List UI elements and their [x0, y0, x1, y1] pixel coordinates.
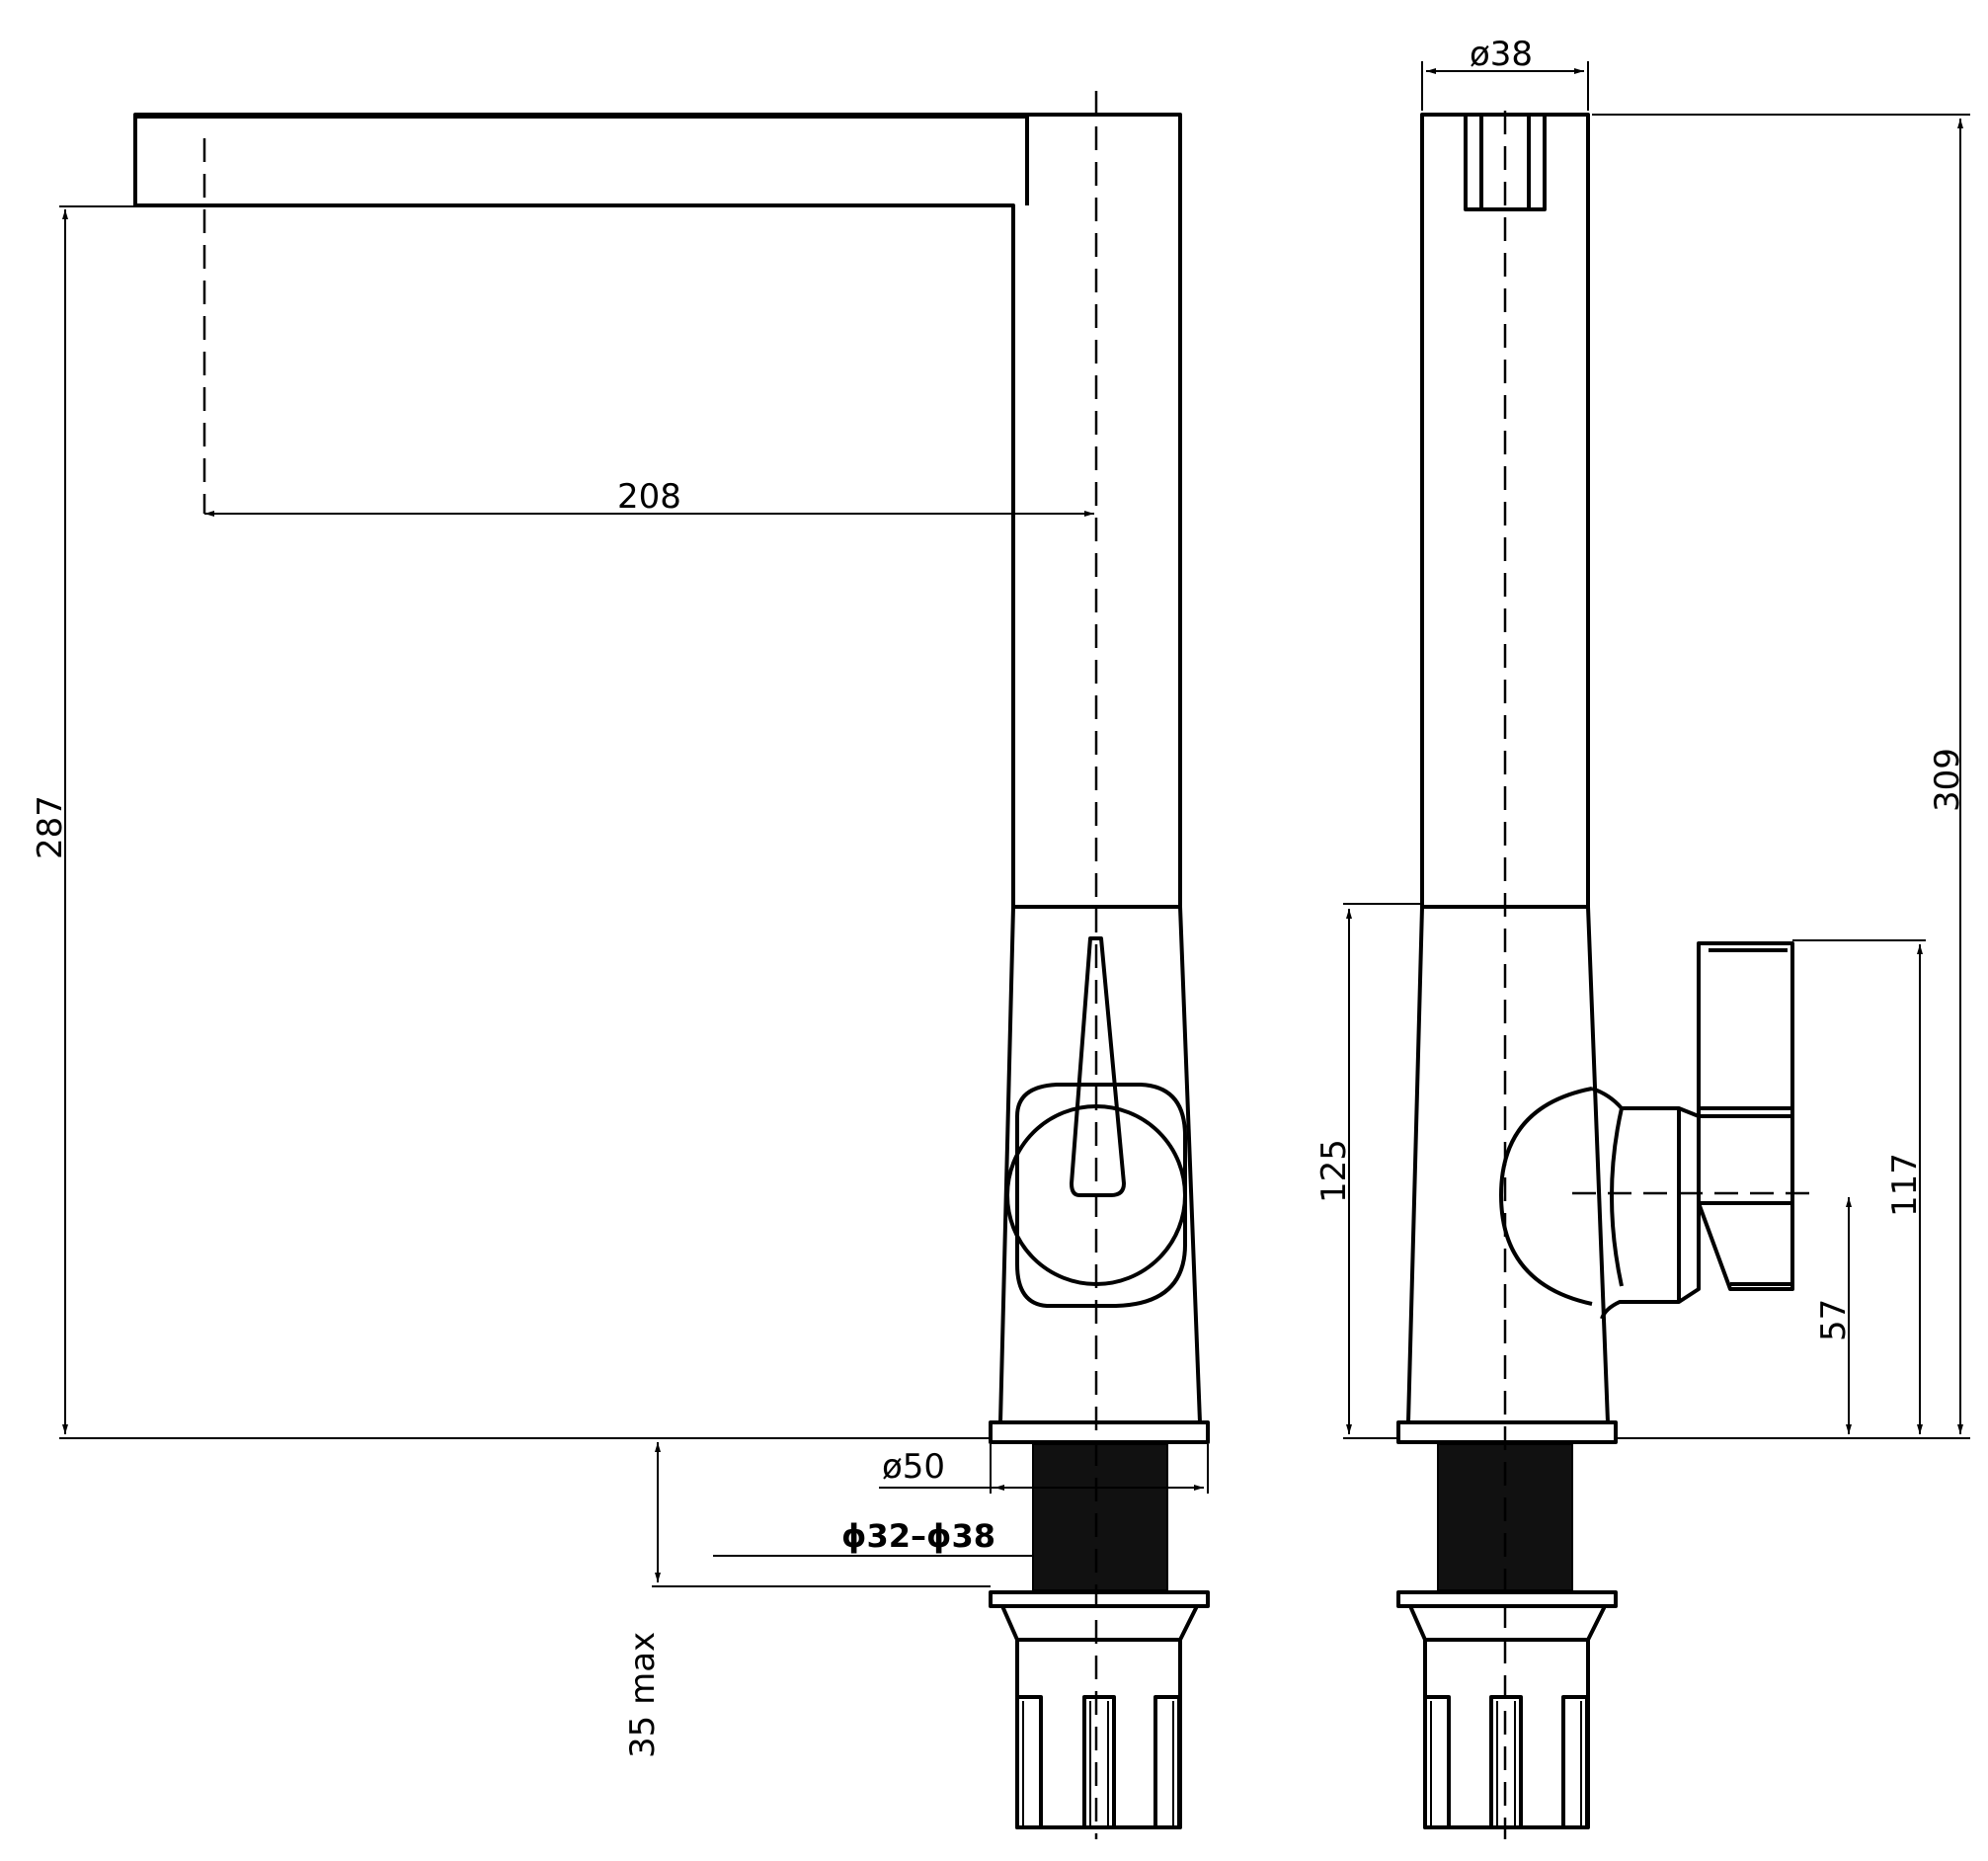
dim-spout-reach: 208 — [617, 477, 681, 517]
front-dimensions: 208 287 ø50 ɸ32–ɸ38 35 max — [31, 205, 1209, 1758]
dim-handle-height: 117 — [1885, 1153, 1925, 1217]
dim-hole-range: ɸ32–ɸ38 — [841, 1517, 995, 1555]
dim-lever-height: 125 — [1314, 1139, 1354, 1203]
dim-top-diameter: ø38 — [1470, 35, 1533, 74]
dim-handle-center-height: 57 — [1814, 1299, 1854, 1341]
threaded-rod — [1032, 1443, 1168, 1591]
side-base-ring — [1396, 1420, 1618, 1444]
dim-base-diameter: ø50 — [882, 1447, 945, 1487]
side-handle — [1697, 941, 1794, 1291]
side-body — [1406, 905, 1610, 1424]
nut-washer — [989, 1590, 1210, 1608]
dim-deck-thickness: 35 max — [623, 1632, 663, 1758]
lever-plate — [1015, 1083, 1187, 1308]
dim-front-height: 287 — [31, 795, 70, 859]
dim-side-height: 309 — [1928, 748, 1967, 812]
lever-handle — [1070, 936, 1126, 1197]
side-view — [1396, 111, 1817, 1839]
front-view — [133, 91, 1210, 1839]
side-nut-washer — [1396, 1590, 1618, 1608]
base-ring — [989, 1420, 1210, 1444]
cartridge-dome — [1499, 1087, 1593, 1306]
body — [998, 905, 1202, 1424]
side-dimensions: ø38 309 125 117 57 — [1314, 35, 1970, 1439]
